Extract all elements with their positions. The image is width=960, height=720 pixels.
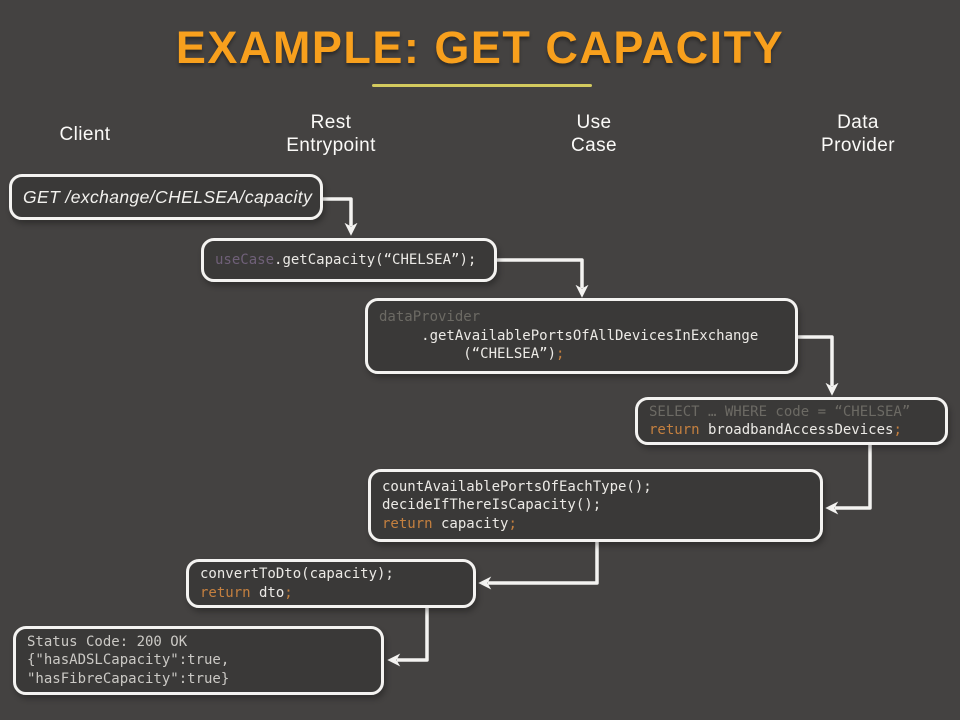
box-dataprovider-call: dataProvider .getAvailablePortsOfAllDevi…	[365, 298, 798, 374]
lane-label-use-case: Use Case	[571, 112, 617, 156]
sql-return-keyword: return	[649, 422, 700, 438]
response-body-line2: "hasFibreCapacity":true}	[27, 670, 230, 687]
title-underline	[372, 84, 592, 87]
convert-line1: convertToDto(capacity);	[200, 566, 394, 582]
lane-label-data-provider: Data Provider	[821, 112, 895, 156]
box-usecase-call: useCase.getCapacity(“CHELSEA”);	[201, 238, 497, 282]
dataprovider-semicolon-token: ;	[556, 346, 565, 363]
response-status-line: Status Code: 200 OK	[27, 633, 188, 650]
convert-return-value: dto	[250, 584, 285, 601]
box-sql-query: SELECT … WHERE code = “CHELSEA” return b…	[635, 397, 948, 445]
connector-usecase-to-dataprovider	[497, 258, 589, 298]
usecase-logic-return-value: capacity	[432, 515, 509, 532]
usecase-logic-line1: countAvailablePortsOfEachType();	[382, 478, 652, 495]
connector-convert-to-response	[387, 608, 429, 667]
lane-label-client: Client	[59, 123, 111, 145]
connector-request-to-usecase	[323, 197, 358, 236]
dataprovider-object-token: dataProvider	[379, 309, 481, 326]
sql-semicolon-token: ;	[893, 422, 902, 438]
page-title: EXAMPLE: GET CAPACITY	[175, 22, 785, 73]
usecase-logic-line2: decideIfThereIsCapacity();	[382, 497, 602, 514]
box-convert-to-dto: convertToDto(capacity); return dto;	[186, 559, 476, 608]
response-body-line1: {"hasADSLCapacity":true,	[27, 652, 230, 669]
usecase-object-token: useCase	[215, 251, 275, 268]
sql-query-token: SELECT … WHERE code = “CHELSEA”	[649, 403, 911, 420]
connector-sql-to-usecaselogic	[825, 445, 872, 515]
http-request-text: GET /exchange/CHELSEA/capacity	[23, 186, 313, 207]
usecase-call-line: useCase.getCapacity(“CHELSEA”);	[215, 251, 483, 270]
connector-dataprovider-to-sql	[798, 335, 839, 396]
usecase-logic-semicolon-token: ;	[508, 515, 517, 532]
lane-label-rest-entrypoint: Rest Entrypoint	[286, 112, 376, 156]
usecase-logic-return-keyword: return	[382, 515, 433, 532]
connector-usecaselogic-to-convert	[478, 542, 599, 590]
box-usecase-logic: countAvailablePortsOfEachType(); decideI…	[368, 469, 823, 542]
box-http-request: GET /exchange/CHELSEA/capacity	[9, 174, 323, 220]
box-http-response: Status Code: 200 OK {"hasADSLCapacity":t…	[13, 626, 384, 695]
convert-return-keyword: return	[200, 584, 251, 601]
sql-return-value: broadbandAccessDevices	[699, 422, 894, 438]
usecase-method-token: .getCapacity(“CHELSEA”);	[274, 251, 477, 268]
convert-semicolon-token: ;	[284, 584, 293, 601]
dataprovider-method-token: .getAvailablePortsOfAllDevicesInExchange	[379, 327, 759, 344]
dataprovider-args-token: (“CHELSEA”)	[379, 346, 557, 363]
